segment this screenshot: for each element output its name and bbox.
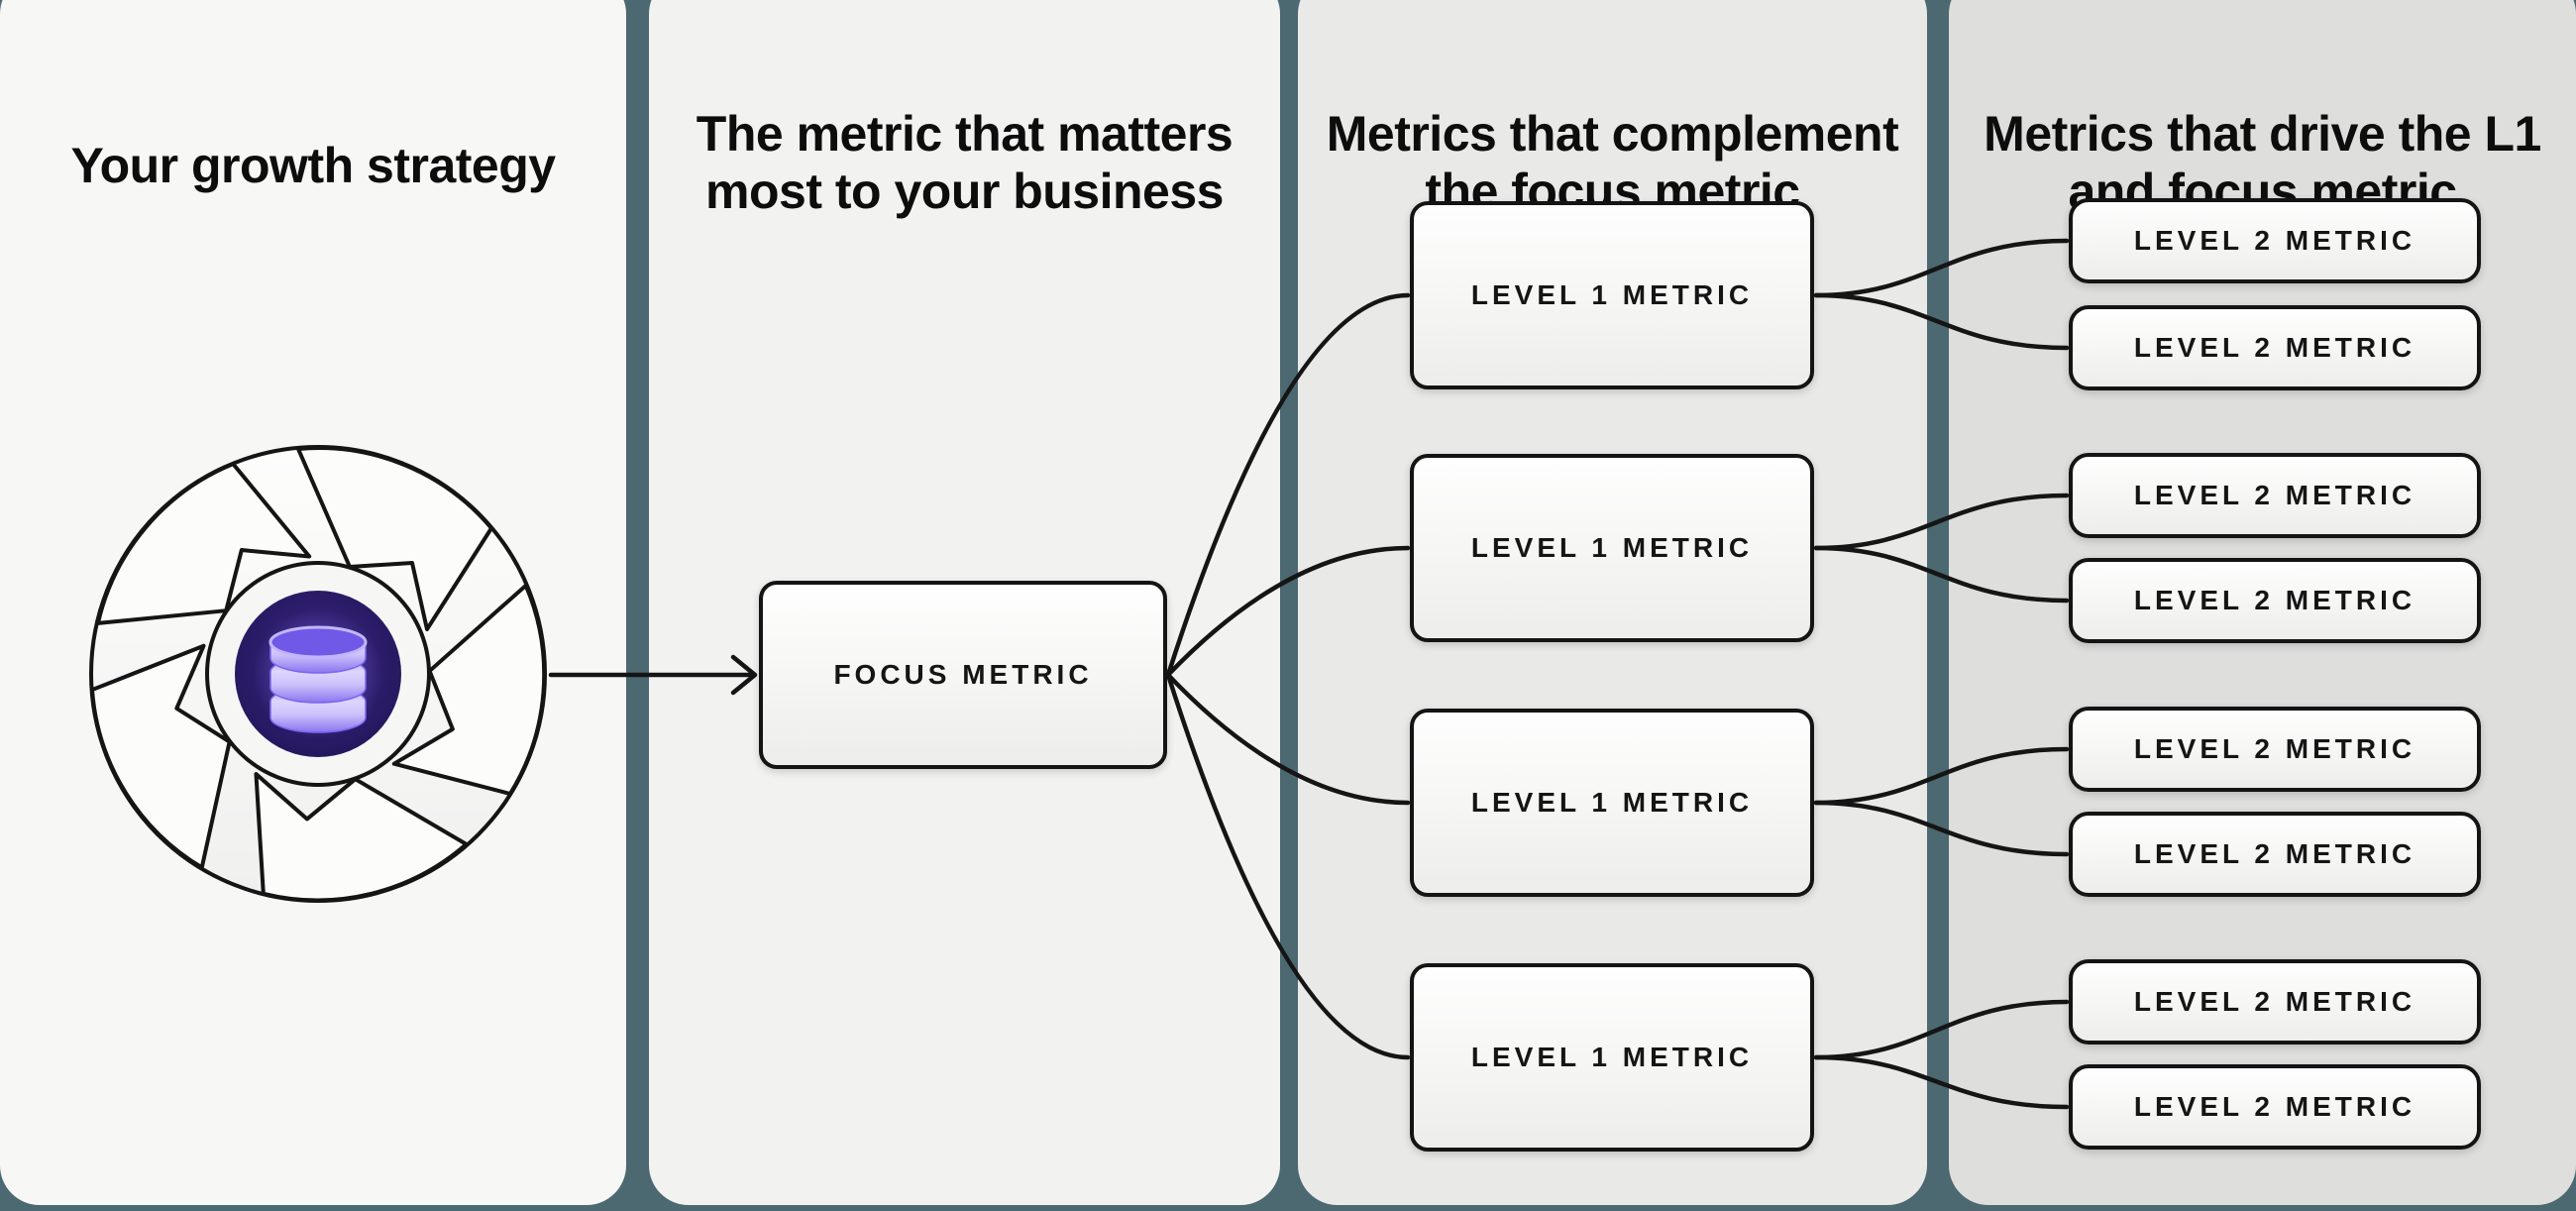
level-1-metric-label: LEVEL 1 METRIC xyxy=(1470,787,1754,818)
level-2-metric-box: LEVEL 2 METRIC xyxy=(2069,707,2481,792)
connector-curve xyxy=(1165,672,1411,806)
connector-curve xyxy=(1813,1054,2070,1110)
level-1-metric-label: LEVEL 1 METRIC xyxy=(1470,279,1754,310)
connector-curve xyxy=(1813,292,2070,351)
level-1-metric-box: LEVEL 1 METRIC xyxy=(1410,201,1814,389)
level-2-metric-box: LEVEL 2 METRIC xyxy=(2069,558,2481,643)
level-2-metric-label: LEVEL 2 METRIC xyxy=(2133,838,2416,869)
level-2-metric-label: LEVEL 2 METRIC xyxy=(2133,733,2416,764)
panel-title: Metrics that drive the L1 and focus metr… xyxy=(1949,105,2576,220)
level-1-metric-box: LEVEL 1 METRIC xyxy=(1410,963,1814,1152)
connector-curve xyxy=(1813,800,2070,857)
panel-title-line: The metric that matters xyxy=(696,105,1234,162)
connector-curve xyxy=(1813,545,2070,604)
level-2-metric-box: LEVEL 2 METRIC xyxy=(2069,453,2481,538)
connector-curve xyxy=(1165,672,1411,1060)
panel-focus-metric: The metric that matters most to your bus… xyxy=(649,0,1280,1205)
panel-title-line: Metrics that drive the L1 xyxy=(1984,105,2541,162)
level-2-metric-label: LEVEL 2 METRIC xyxy=(2133,1091,2416,1122)
level-2-metric-box: LEVEL 2 METRIC xyxy=(2069,198,2481,283)
level-2-metric-label: LEVEL 2 METRIC xyxy=(2133,332,2416,363)
connector-curve xyxy=(1165,545,1411,678)
panel-title-line: Your growth strategy xyxy=(70,137,556,193)
focus-metric-box: FOCUS METRIC xyxy=(759,581,1167,769)
level-2-metric-box: LEVEL 2 METRIC xyxy=(2069,1064,2481,1150)
level-2-metric-label: LEVEL 2 METRIC xyxy=(2133,225,2416,256)
level-2-metric-label: LEVEL 2 METRIC xyxy=(2133,986,2416,1017)
connector-curve xyxy=(1813,746,2070,806)
arrow-icon xyxy=(548,654,758,696)
level-1-metric-label: LEVEL 1 METRIC xyxy=(1470,1042,1754,1072)
aperture-blades xyxy=(90,446,547,903)
panel-title: The metric that matters most to your bus… xyxy=(649,105,1280,220)
panel-title-line: most to your business xyxy=(705,163,1224,219)
level-2-metric-label: LEVEL 2 METRIC xyxy=(2133,480,2416,510)
connector-curve xyxy=(1813,238,2070,298)
level-2-metric-box: LEVEL 2 METRIC xyxy=(2069,959,2481,1045)
level-1-metric-box: LEVEL 1 METRIC xyxy=(1410,454,1814,642)
growth-loop-icon xyxy=(89,445,547,903)
connector-curve xyxy=(1813,999,2070,1060)
level-1-metric-label: LEVEL 1 METRIC xyxy=(1470,532,1754,563)
panel-title: Your growth strategy xyxy=(0,137,626,194)
connector-curve xyxy=(1813,493,2070,551)
level-2-metric-box: LEVEL 2 METRIC xyxy=(2069,305,2481,390)
connector-curve xyxy=(1165,292,1411,678)
level-2-metric-box: LEVEL 2 METRIC xyxy=(2069,812,2481,897)
panel-title-line: Metrics that complement xyxy=(1326,105,1899,162)
level-1-metric-box: LEVEL 1 METRIC xyxy=(1410,709,1814,897)
database-icon xyxy=(268,625,368,733)
level-2-metric-label: LEVEL 2 METRIC xyxy=(2133,585,2416,615)
focus-metric-label: FOCUS METRIC xyxy=(833,659,1093,690)
